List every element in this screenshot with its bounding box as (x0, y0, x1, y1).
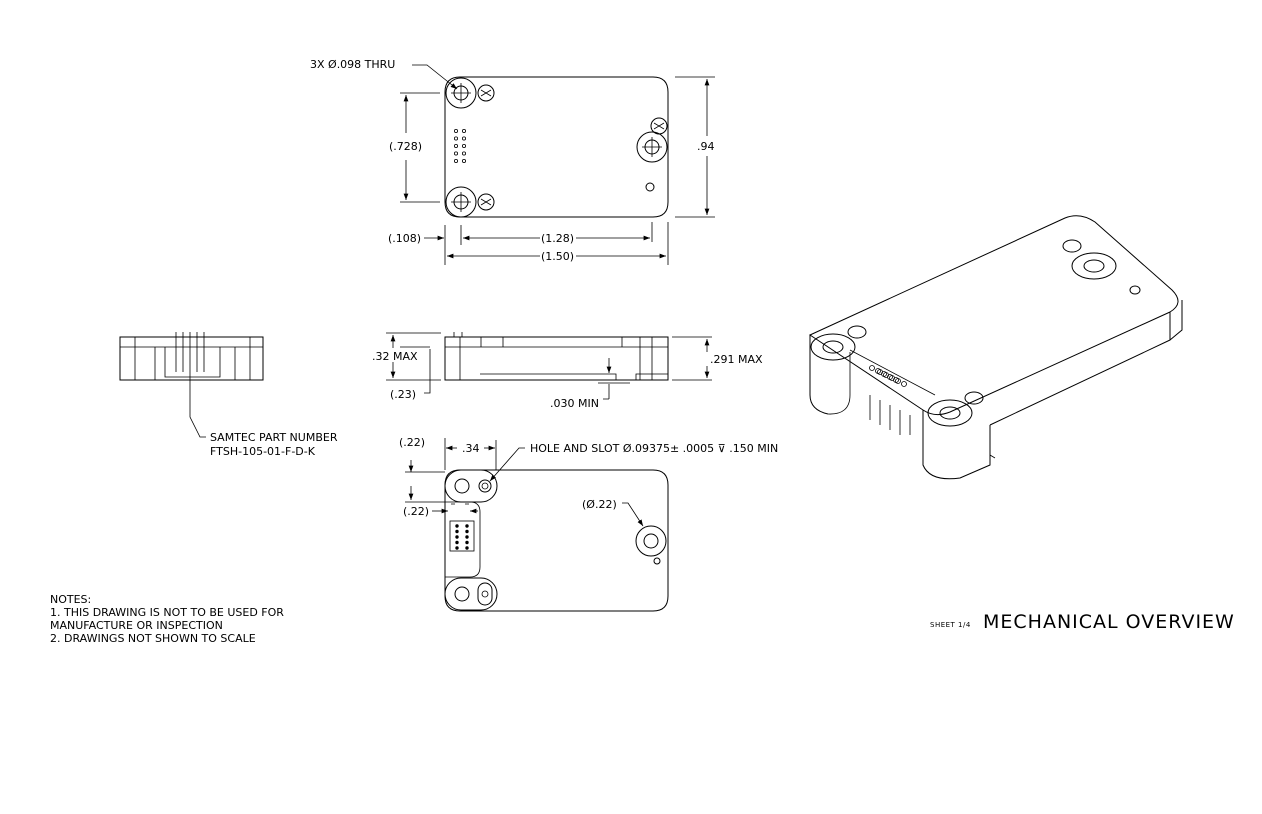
mounting-hole (445, 77, 477, 109)
dim-hole-spacing: (.728) (389, 140, 422, 153)
notes-heading: NOTES: (50, 593, 91, 606)
hole-slot-callout: HOLE AND SLOT Ø.09375± .0005 ⊽ .150 MIN (530, 442, 778, 455)
pin (461, 151, 466, 156)
pin (465, 529, 469, 534)
connector-pins (453, 128, 466, 163)
dim-max-height: .32 MAX (372, 350, 418, 363)
isometric-view (808, 215, 1183, 480)
alignment-hole (645, 182, 655, 192)
mounting-hole (445, 186, 477, 218)
notes: NOTES: 1. THIS DRAWING IS NOT TO BE USED… (50, 593, 284, 645)
dim-right-height: .291 MAX (710, 353, 763, 366)
dim-clearance: .030 MIN (550, 397, 599, 410)
hole-callout: 3X Ø.098 THRU (310, 58, 395, 71)
dim-width: (1.50) (541, 250, 574, 263)
dim-boss: (Ø.22) (582, 498, 617, 511)
note-line: 2. DRAWINGS NOT SHOWN TO SCALE (50, 632, 256, 645)
bottom-view: (.22) .34 HOLE AND SLOT Ø.09375± .0005 ⊽… (399, 436, 778, 612)
pin (893, 377, 899, 383)
screw-icon (650, 117, 668, 135)
pin (455, 524, 459, 528)
dim-edge-offset: (.108) (388, 232, 421, 245)
screw-icon (477, 84, 495, 102)
sheet-number: SHEET 1/4 (930, 621, 971, 629)
note-line: 1. THIS DRAWING IS NOT TO BE USED FOR (50, 606, 284, 619)
pin (875, 368, 881, 374)
pin (869, 365, 875, 371)
pin (465, 535, 469, 539)
title-block: SHEET 1/4 MECHANICAL OVERVIEW (930, 611, 1235, 633)
pin (461, 136, 466, 141)
pin (455, 535, 459, 539)
screw-icon (477, 193, 495, 211)
dim-left: (.22) (403, 505, 429, 518)
pin (455, 529, 459, 534)
connector-view: SAMTEC PART NUMBER FTSH-105-01-F-D-K (119, 332, 338, 458)
pin (453, 143, 458, 148)
pin (887, 374, 893, 380)
samtec-label: SAMTEC PART NUMBER (210, 431, 338, 444)
dim-span: .34 (462, 442, 480, 455)
dim-body-height: (.23) (390, 388, 416, 401)
dim-top: (.22) (399, 436, 425, 449)
pin (881, 371, 887, 377)
mounting-hole (636, 131, 668, 163)
pin (461, 128, 466, 133)
dim-hole-span: (1.28) (541, 232, 574, 245)
samtec-part-number: FTSH-105-01-F-D-K (210, 445, 316, 458)
pin (465, 524, 469, 528)
connector-pins (869, 365, 907, 387)
pin (901, 381, 907, 387)
note-line: MANUFACTURE OR INSPECTION (50, 619, 223, 632)
pin (461, 158, 466, 163)
pin (455, 546, 459, 550)
pin (465, 540, 469, 545)
pin (455, 540, 459, 545)
side-view: .32 MAX (.23) .030 MIN .291 MAX (372, 332, 763, 410)
top-view: (.728) .94 (.108) (1.28) (1.50) 3X Ø.098… (310, 58, 715, 265)
pin (453, 136, 458, 141)
pin (461, 143, 466, 148)
pin (453, 151, 458, 156)
pin (465, 546, 469, 550)
pin (453, 158, 458, 163)
sheet-title: MECHANICAL OVERVIEW (983, 611, 1235, 633)
pin (453, 128, 458, 133)
connector-pins (455, 524, 469, 550)
dim-height: .94 (697, 140, 715, 153)
